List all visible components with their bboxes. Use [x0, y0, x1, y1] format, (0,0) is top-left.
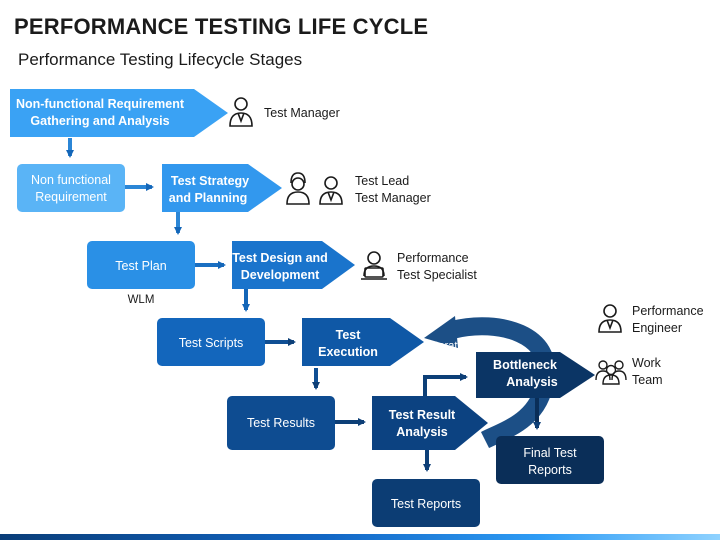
node-test-result-analysis: Test Result Analysis [372, 396, 488, 450]
svg-text:Analysis: Analysis [396, 425, 447, 439]
role-performance-engineer: Performance Engineer [632, 304, 704, 335]
engineer-icon [598, 304, 622, 333]
svg-text:Reports: Reports [528, 463, 572, 477]
node-test-strategy: Test Strategy and Planning [162, 164, 282, 212]
lead-icon [286, 172, 310, 205]
specialist-icon [361, 251, 387, 280]
role-performance-specialist: Performance Test Specialist [397, 251, 477, 282]
svg-text:Bottleneck: Bottleneck [493, 358, 557, 372]
manager-icon [229, 97, 253, 127]
page-title: PERFORMANCE TESTING LIFE CYCLE [14, 14, 429, 39]
node-bottleneck: Bottleneck Analysis [476, 352, 595, 398]
node-nf-requirement: Non functional Requirement [17, 164, 125, 212]
svg-text:Test Scripts: Test Scripts [179, 336, 244, 350]
svg-text:Test: Test [336, 328, 362, 342]
role-work-team: Work Team [632, 356, 663, 387]
svg-text:Test Design and: Test Design and [232, 251, 328, 265]
svg-text:Test Manager: Test Manager [264, 106, 340, 120]
svg-text:and Planning: and Planning [169, 191, 247, 205]
node-req-gathering: Non-functional Requirement Gathering and… [10, 89, 228, 137]
node-test-reports: Test Reports [372, 479, 480, 527]
node-test-results: Test Results [227, 396, 335, 450]
footer-gradient-bar [0, 534, 720, 540]
svg-text:Gathering and Analysis: Gathering and Analysis [30, 114, 169, 128]
svg-text:Analysis: Analysis [506, 375, 557, 389]
svg-text:Work: Work [632, 356, 662, 370]
svg-text:Performance: Performance [397, 251, 469, 265]
svg-text:Test Result: Test Result [389, 408, 456, 422]
svg-text:Engineer: Engineer [632, 321, 682, 335]
svg-text:Final Test: Final Test [523, 446, 577, 460]
svg-text:Test Specialist: Test Specialist [397, 268, 477, 282]
node-final-reports: Final Test Reports [496, 436, 604, 484]
node-test-design: Test Design and Development [232, 241, 355, 289]
iterations-arrowhead [424, 316, 458, 348]
iterations-label: Iterations [432, 340, 478, 352]
team-icon [595, 360, 627, 385]
svg-text:Team: Team [632, 373, 663, 387]
node-test-execution: Test Execution [302, 318, 424, 366]
node-test-scripts: Test Scripts [157, 318, 265, 366]
svg-text:Performance: Performance [632, 304, 704, 318]
svg-text:Test Plan: Test Plan [115, 259, 166, 273]
role-test-manager: Test Manager [264, 106, 340, 120]
svg-text:Non-functional Requirement: Non-functional Requirement [16, 97, 185, 111]
svg-text:Test Results: Test Results [247, 416, 315, 430]
svg-text:Development: Development [241, 268, 320, 282]
svg-text:Execution: Execution [318, 345, 378, 359]
connectors [66, 138, 541, 472]
svg-text:Requirement: Requirement [35, 190, 107, 204]
svg-text:Test Lead: Test Lead [355, 174, 409, 188]
svg-text:Test Reports: Test Reports [391, 497, 461, 511]
svg-text:Test Strategy: Test Strategy [171, 174, 249, 188]
node-test-plan: Test Plan [87, 241, 195, 289]
manager-icon-2 [319, 176, 343, 205]
page-subtitle: Performance Testing Lifecycle Stages [18, 50, 303, 69]
svg-text:Non functional: Non functional [31, 173, 111, 187]
svg-text:Test Manager: Test Manager [355, 191, 431, 205]
wlm-label: WLM [128, 294, 155, 306]
role-lead-manager: Test Lead Test Manager [355, 174, 431, 205]
